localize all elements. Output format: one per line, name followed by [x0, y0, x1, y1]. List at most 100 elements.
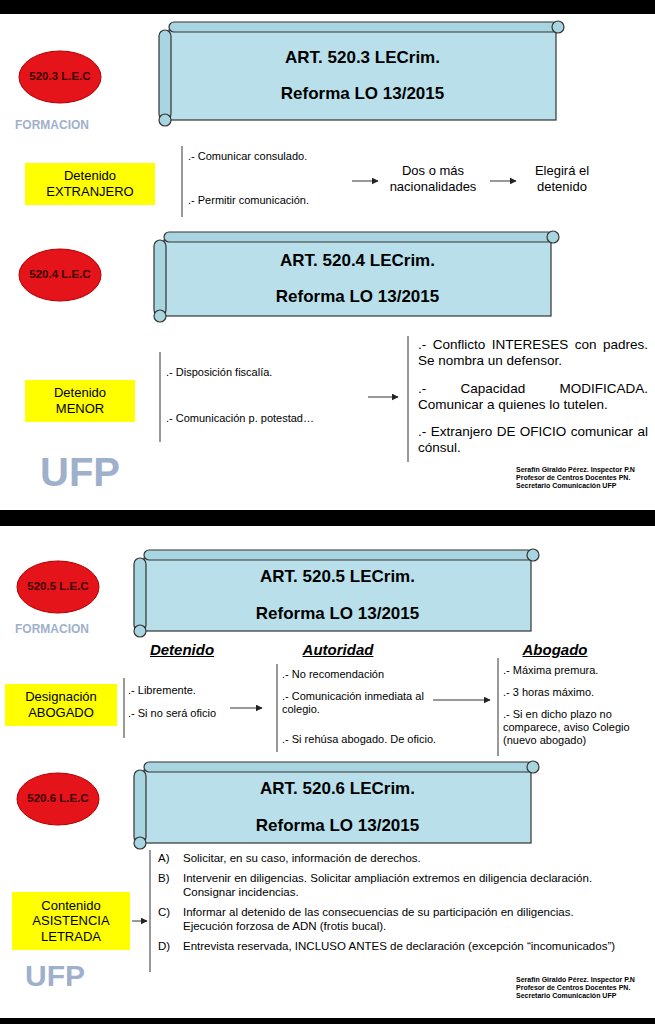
- bullet-text: .- Conflicto INTERESES con padres. Se no…: [418, 337, 648, 369]
- column-heading: Autoridad: [288, 641, 388, 659]
- text-group: 520.4 L.E.C: [29, 268, 90, 282]
- slide-bar: [0, 510, 655, 526]
- author-credit: Serafín Giraldo Pérez. Inspector P.N Pro…: [516, 976, 651, 1000]
- text-group: Detenido MENOR: [31, 385, 129, 416]
- text-group: 520.6 L.E.C: [27, 792, 88, 806]
- bullet-text: .- Si no será oficio: [128, 707, 216, 720]
- text-group: 520.5 L.E.C: [27, 580, 88, 594]
- oval-fill: [17, 773, 99, 825]
- scroll-title: Reforma LO 13/2015: [276, 287, 439, 307]
- text-group: Detenido EXTRANJERO: [31, 168, 149, 199]
- bullet-text: .- Comunicación p. potestad…: [166, 412, 314, 425]
- arrow: [490, 181, 516, 182]
- scroll-curl: [154, 310, 166, 322]
- text-group: ART. 520.3 LECrim.Reforma LO 13/2015: [281, 44, 444, 105]
- scroll-shape: [130, 758, 545, 853]
- text-group: ART. 520.6 LECrim.Reforma LO 13/2015: [256, 775, 419, 836]
- watermark: UFP: [25, 958, 85, 994]
- note-text: Elegirá el detenido: [520, 163, 604, 194]
- bullet-text: .- Comunicación inmediata al colegio.: [282, 690, 427, 716]
- scroll-shape: [150, 228, 565, 326]
- article-number: 520.5 L.E.C: [27, 580, 88, 594]
- bracket-line: [182, 146, 183, 217]
- scroll-title: ART. 520.3 LECrim.: [285, 48, 440, 68]
- article-oval: 520.3 L.E.C: [18, 50, 102, 104]
- text-group: ART. 520.4 LECrim. Reforma LO 13/2015: [276, 247, 439, 308]
- scroll-roll: [154, 240, 166, 316]
- item-letter: B): [158, 872, 170, 886]
- topic-label: Detenido EXTRANJERO: [31, 168, 149, 199]
- scroll-curl: [527, 761, 539, 773]
- topic-box: Detenido EXTRANJERO: [25, 163, 155, 205]
- topic-box: Designación ABOGADO: [5, 684, 117, 726]
- scroll-roll: [169, 22, 558, 32]
- slide-bar: [0, 1018, 655, 1024]
- topic-label: Contenido ASISTENCIA LETRADA: [18, 898, 124, 945]
- scroll-body: [144, 770, 531, 843]
- item-text: Informar al detenido de las consecuencia…: [183, 906, 623, 934]
- scroll-shape: [155, 18, 570, 130]
- bracket-line: [160, 352, 161, 442]
- text-group: 520.3 L.E.C: [29, 70, 90, 84]
- oval-fill: [17, 561, 99, 613]
- scroll-curl: [527, 549, 539, 561]
- arrow: [352, 181, 378, 182]
- article-number: 520.3 L.E.C: [29, 70, 90, 84]
- column-heading: Detenido: [132, 641, 232, 659]
- scroll-curl: [159, 114, 171, 126]
- item-text: Intervenir en diligencias. Solicitar amp…: [183, 872, 623, 900]
- scroll-curl: [547, 231, 559, 243]
- title-scroll: ART. 520.3 LECrim.Reforma LO 13/2015: [155, 18, 570, 130]
- scroll-title: ART. 520.5 LECrim.: [260, 567, 415, 587]
- arrow: [433, 700, 490, 701]
- scroll-body: [144, 558, 531, 631]
- item-letter: A): [158, 852, 170, 866]
- scroll-body: [169, 30, 556, 120]
- bracket-line: [498, 658, 499, 756]
- scroll-curl: [134, 625, 146, 637]
- bullet-text: .- Si en dicho plazo no comparece, aviso…: [503, 708, 651, 748]
- oval-fill: [19, 51, 101, 103]
- scroll-curl: [134, 837, 146, 849]
- bullet-text: .- Comunicar consulado.: [188, 150, 307, 163]
- arrow: [132, 921, 147, 922]
- arrow: [368, 397, 398, 398]
- scroll-roll: [134, 770, 146, 843]
- item-text: Entrevista reservada, INCLUSO ANTES de d…: [183, 940, 623, 954]
- bullet-text: .- Disposición fiscalía.: [166, 366, 272, 379]
- text-group: ART. 520.5 LECrim. Reforma LO 13/2015: [256, 563, 419, 624]
- topic-box: Contenido ASISTENCIA LETRADA: [12, 892, 130, 950]
- scroll-roll: [144, 762, 533, 772]
- bracket-line: [124, 678, 125, 738]
- oval-fill: [19, 249, 101, 301]
- scroll-curl: [552, 21, 564, 33]
- item-text: Solicitar, en su caso, información de de…: [183, 852, 623, 866]
- bullet-text: .- Libremente.: [128, 684, 196, 697]
- item-letter: D): [158, 940, 170, 954]
- scroll-roll: [134, 558, 146, 631]
- text-group: Designación ABOGADO: [11, 689, 111, 720]
- bracket-line: [408, 336, 409, 462]
- article-oval: 520.5 L.E.C: [16, 560, 100, 614]
- bracket-line: [150, 850, 151, 972]
- title-scroll: ART. 520.5 LECrim. Reforma LO 13/2015: [130, 546, 545, 641]
- item-letter: C): [158, 906, 170, 920]
- topic-label: Designación ABOGADO: [11, 689, 111, 720]
- scroll-title: ART. 520.4 LECrim.: [280, 251, 435, 271]
- scroll-title: Reforma LO 13/2015: [256, 604, 419, 624]
- watermark: FORMACION: [15, 118, 89, 132]
- bullet-text: .- No recomendación: [282, 668, 384, 681]
- author-credit: Serafín Giraldo Pérez. Inspector P.N Pro…: [516, 466, 651, 490]
- bullet-text: .- Permitir comunicación.: [188, 194, 309, 207]
- text-group: Contenido ASISTENCIA LETRADA: [18, 898, 124, 945]
- bullet-text: .- 3 horas máximo.: [503, 686, 594, 699]
- arrow: [230, 708, 262, 709]
- scroll-roll: [164, 232, 553, 242]
- title-scroll: ART. 520.4 LECrim. Reforma LO 13/2015: [150, 228, 565, 326]
- article-oval: 520.4 L.E.C: [18, 248, 102, 302]
- note-text: Dos o más nacionalidades: [380, 163, 486, 194]
- slide-bar: [0, 0, 655, 14]
- bracket-line: [277, 664, 278, 752]
- bullet-text: .- Capacidad MODIFICADA. Comunicar a qui…: [418, 381, 648, 413]
